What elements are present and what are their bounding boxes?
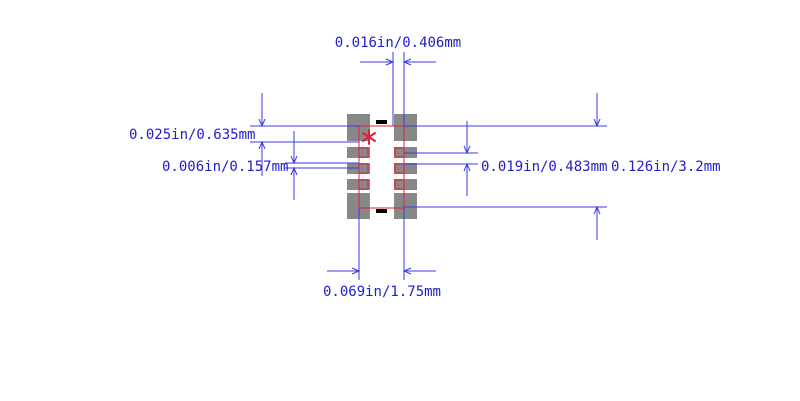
label-left-gap: 0.006in/0.157mm <box>162 159 288 175</box>
inner-pad-right-4 <box>394 179 405 190</box>
label-right-total: 0.126in/3.2mm <box>611 159 721 175</box>
inner-pad-left-4 <box>358 179 369 190</box>
pad-right-4 <box>394 179 417 190</box>
arrowheads <box>258 58 601 275</box>
pad-right-3 <box>394 163 417 174</box>
top-marker <box>376 120 387 124</box>
inner-pad-right-3 <box>394 163 405 174</box>
pad-right-bottom <box>394 193 417 219</box>
inner-pad-left-2 <box>358 147 369 158</box>
component-outline <box>358 125 405 209</box>
label-top-pitch: 0.016in/0.406mm <box>335 35 461 51</box>
label-right-pad-height: 0.019in/0.483mm <box>481 159 607 175</box>
label-left-pad-height: 0.025in/0.635mm <box>129 127 255 143</box>
pad-group <box>347 114 417 219</box>
bottom-marker <box>376 209 387 213</box>
dimension-lines <box>250 52 607 280</box>
pad-right-top <box>394 114 417 141</box>
label-bottom-span: 0.069in/1.75mm <box>323 284 441 300</box>
asterisk-icon <box>362 129 376 145</box>
